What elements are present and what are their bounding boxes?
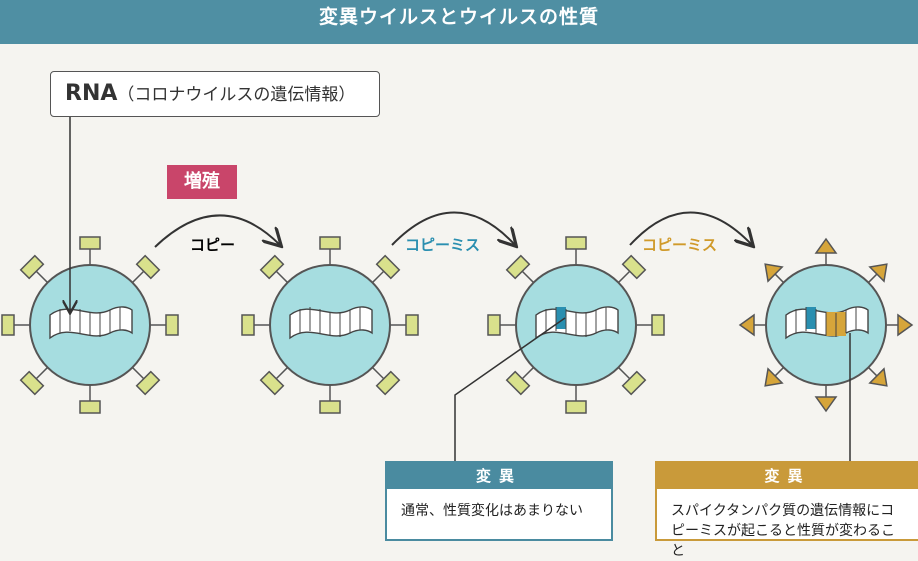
page-title: 変異ウイルスとウイルスの性質 bbox=[0, 0, 918, 44]
connector-panel-1 bbox=[454, 317, 566, 461]
panel-header: 変異 bbox=[657, 463, 918, 489]
growth-tag: 増殖 bbox=[167, 165, 237, 199]
step-label-copymiss-1: コピーミス bbox=[405, 236, 481, 254]
mutation-mark-blue bbox=[556, 307, 566, 329]
rna-label-box: RNA（コロナウイルスの遺伝情報） bbox=[50, 71, 380, 117]
copy-arrow-1 bbox=[154, 214, 280, 247]
mutation-panel-1: 変異 通常、性質変化はあまりない bbox=[385, 461, 613, 541]
virus-diagram bbox=[1, 117, 914, 461]
virus-2 bbox=[241, 236, 419, 414]
mutation-panel-2: 変異 スパイクタンパク質の遺伝情報にコピーミスが起こると性質が変わること bbox=[655, 461, 918, 559]
step-label-copy: コピー bbox=[190, 236, 236, 254]
virus-1 bbox=[1, 236, 179, 414]
virus-3 bbox=[487, 236, 665, 414]
virus-4 bbox=[738, 237, 914, 413]
panel-body: スパイクタンパク質の遺伝情報にコピーミスが起こると性質が変わること bbox=[671, 503, 895, 559]
rna-label-main: RNA bbox=[65, 81, 118, 106]
mutation-mark-blue bbox=[806, 307, 816, 329]
rna-label-sub: （コロナウイルスの遺伝情報） bbox=[117, 85, 356, 105]
panel-header: 変異 bbox=[387, 463, 611, 489]
panel-body: 通常、性質変化はあまりない bbox=[401, 503, 583, 519]
copy-arrow-2 bbox=[391, 211, 515, 246]
step-label-copymiss-2: コピーミス bbox=[642, 236, 718, 254]
copy-arrow-3 bbox=[629, 211, 752, 246]
